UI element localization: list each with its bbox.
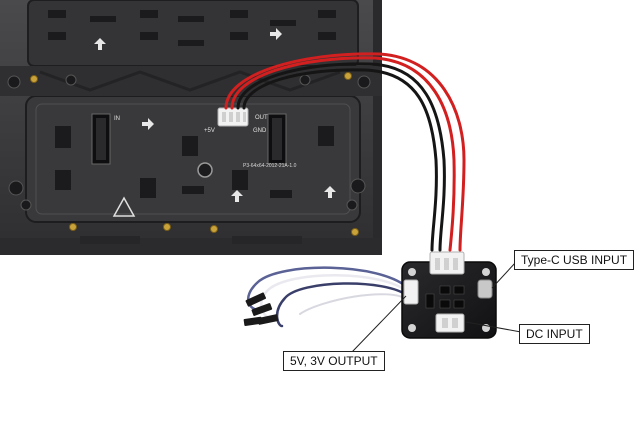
board-output-connector [403,279,419,305]
panel-arrows [94,28,336,202]
hub75-output-header [267,113,287,165]
silkscreen-in: IN [114,116,120,122]
label-5v-3v-output: 5V, 3V OUTPUT [283,351,385,371]
brass-screws [30,72,359,236]
led-matrix-panel: IN OUT +5V GND P3-64x64-2012-21A-1.0 [0,0,382,255]
panel-chips-upper [48,10,336,46]
callout-leaders [351,261,522,353]
dc-input-connector [435,313,465,333]
dupont-connectors [243,292,279,326]
panel-upper-frame [27,0,359,67]
silkscreen-gnd: GND [253,128,267,134]
usb-c-port [477,279,493,299]
silkscreen-out: OUT [255,115,268,121]
panel-power-connector [217,107,249,127]
mounting-holes [7,74,371,211]
silkscreen-model: P3-64x64-2012-21A-1.0 [243,163,297,169]
panel-chips-lower [55,126,334,198]
power-adapter-board [401,251,497,339]
label-dc-input: DC INPUT [519,324,590,344]
panel-lower-frame [25,95,361,223]
capacitor [197,162,213,178]
label-type-c-usb-input: Type-C USB INPUT [514,250,635,270]
hub75-input-header [91,113,111,165]
warning-triangle-icon [112,196,136,217]
power-cable [224,52,466,252]
silkscreen-plus5v: +5V [204,128,215,134]
board-input-connector [429,251,465,275]
